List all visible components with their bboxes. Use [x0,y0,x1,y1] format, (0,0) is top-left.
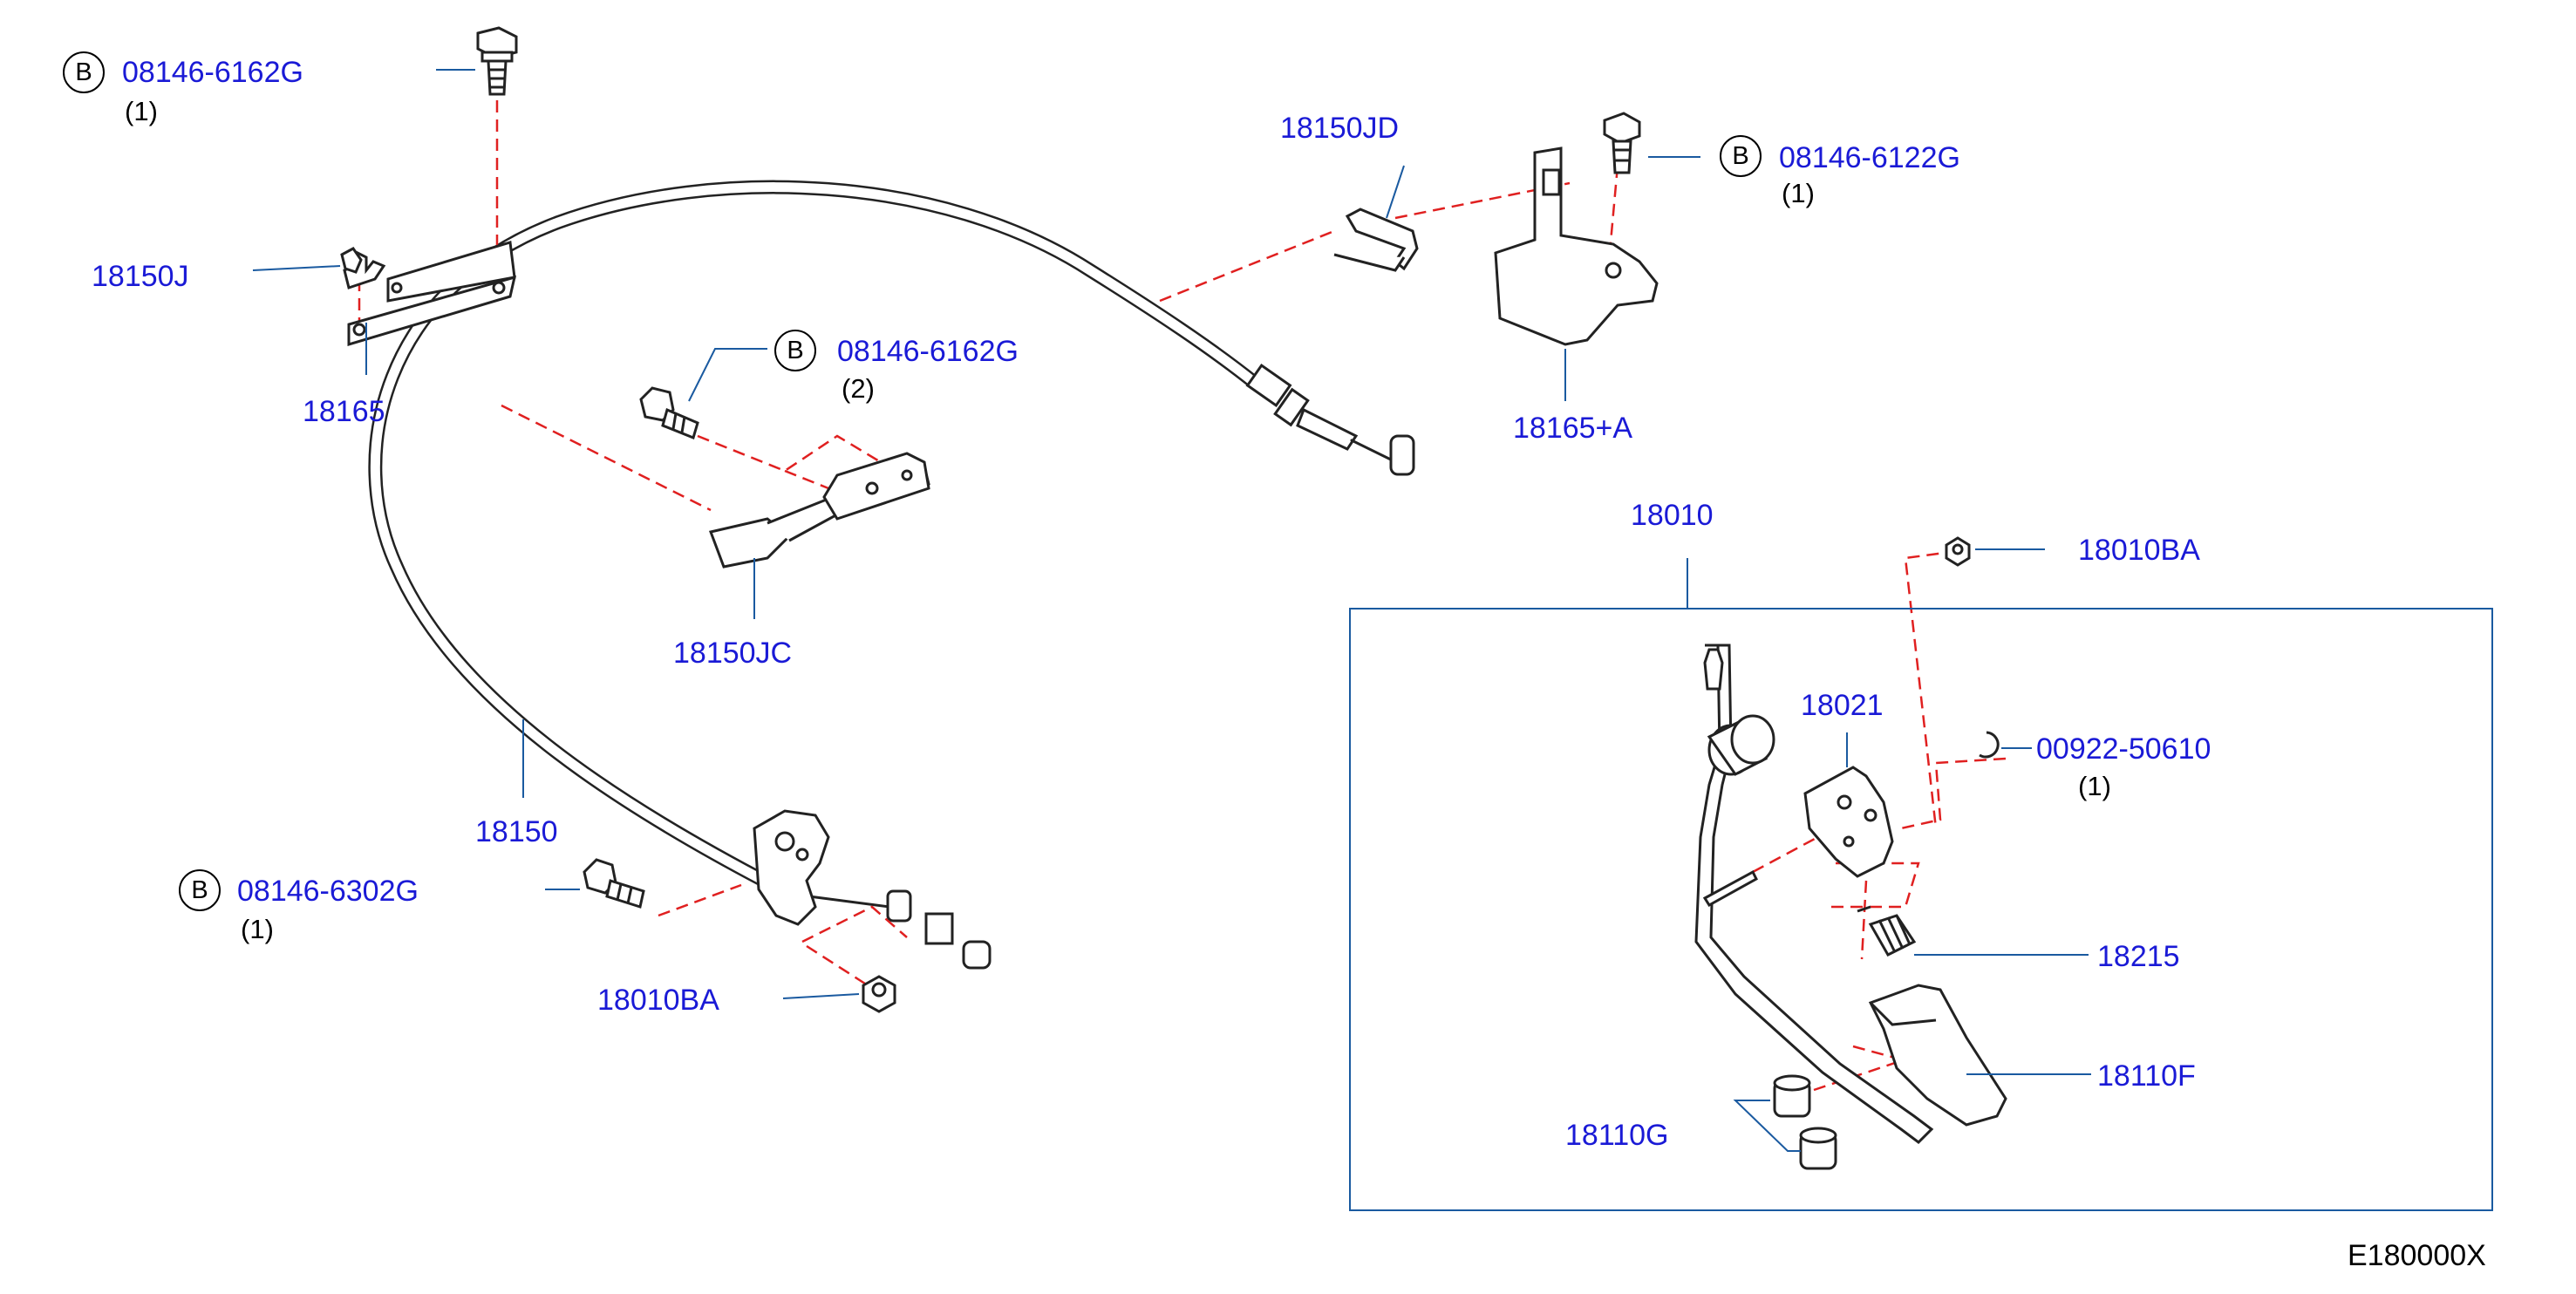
qty-label-bolt-top-left: (1) [125,96,158,126]
qty-label-bolt-mid: (2) [842,373,875,404]
part-label-cable-18150[interactable]: 18150 [475,815,558,848]
spring-18215 [1857,905,1917,957]
part-label-nut-18010ba-left[interactable]: 18010BA [597,984,719,1017]
dashed-guides [358,100,2007,1092]
bolt-mid [639,386,699,440]
bracket-18165a [1494,146,1659,346]
part-label-bracket-18165a[interactable]: 18165+A [1513,412,1633,445]
part-label-pad-18110f[interactable]: 18110F [2097,1059,2196,1093]
nut-18010ba-left [862,975,896,1013]
bolt-top-left [476,26,518,96]
part-label-clip-18150jd[interactable]: 18150JD [1280,112,1400,145]
part-label-bolt-bottom-left[interactable]: 08146-6302G [237,875,419,908]
part-label-ring-00922[interactable]: 00922-50610 [2036,732,2211,766]
bolt-marker-top-right: B [1720,135,1762,177]
part-label-lever-18021[interactable]: 18021 [1801,689,1884,722]
bushing-upper [1773,1074,1811,1118]
part-label-bracket-18165[interactable]: 18165 [303,395,385,428]
clip-18150j [340,247,363,274]
clip-18150jd [1333,208,1419,272]
lever-18021 [1803,766,1894,878]
part-label-bushing-18110g[interactable]: 18110G [1565,1119,1669,1152]
qty-label-bolt-top-right: (1) [1782,178,1815,208]
pedal-arm [1694,644,1934,1144]
part-label-clip-18150j[interactable]: 18150J [92,260,189,293]
part-label-bolt-top-left[interactable]: 08146-6162G [122,56,303,89]
bolt-marker-top-left: B [63,51,105,93]
qty-label-ring-00922: (1) [2078,771,2111,801]
part-label-bolt-mid[interactable]: 08146-6162G [837,335,1019,368]
bolt-marker-bottom-left: B [179,869,221,911]
part-label-bracket-18150jc[interactable]: 18150JC [673,637,793,670]
pivot-pin [1702,869,1758,908]
leader-lines [252,69,2091,1152]
bolt-marker-mid: B [774,330,816,371]
nut-18010ba-right [1945,536,1971,567]
qty-label-bolt-bottom-left: (1) [241,914,274,944]
part-label-spring-18215[interactable]: 18215 [2097,940,2180,973]
accelerator-cable [368,180,1415,970]
figure-id: E180000X [2348,1239,2486,1272]
pedal-cylinder [1707,714,1775,776]
bracket-18165 [343,241,517,347]
bolt-top-right [1603,112,1641,174]
bolt-bottom-left [583,858,645,909]
bushing-lower [1799,1127,1837,1170]
assembly-18010-box [1349,608,2493,1211]
pedal-pad-18110f [1868,984,2007,1127]
bracket-18150jc [708,452,930,569]
part-label-bolt-top-right[interactable]: 08146-6122G [1779,141,1960,174]
part-label-nut-18010ba-right[interactable]: 18010BA [2078,534,2200,567]
snap-ring [1979,731,2000,759]
part-label-assembly-18010[interactable]: 18010 [1631,499,1714,532]
cable-bracket-lower [753,809,830,926]
